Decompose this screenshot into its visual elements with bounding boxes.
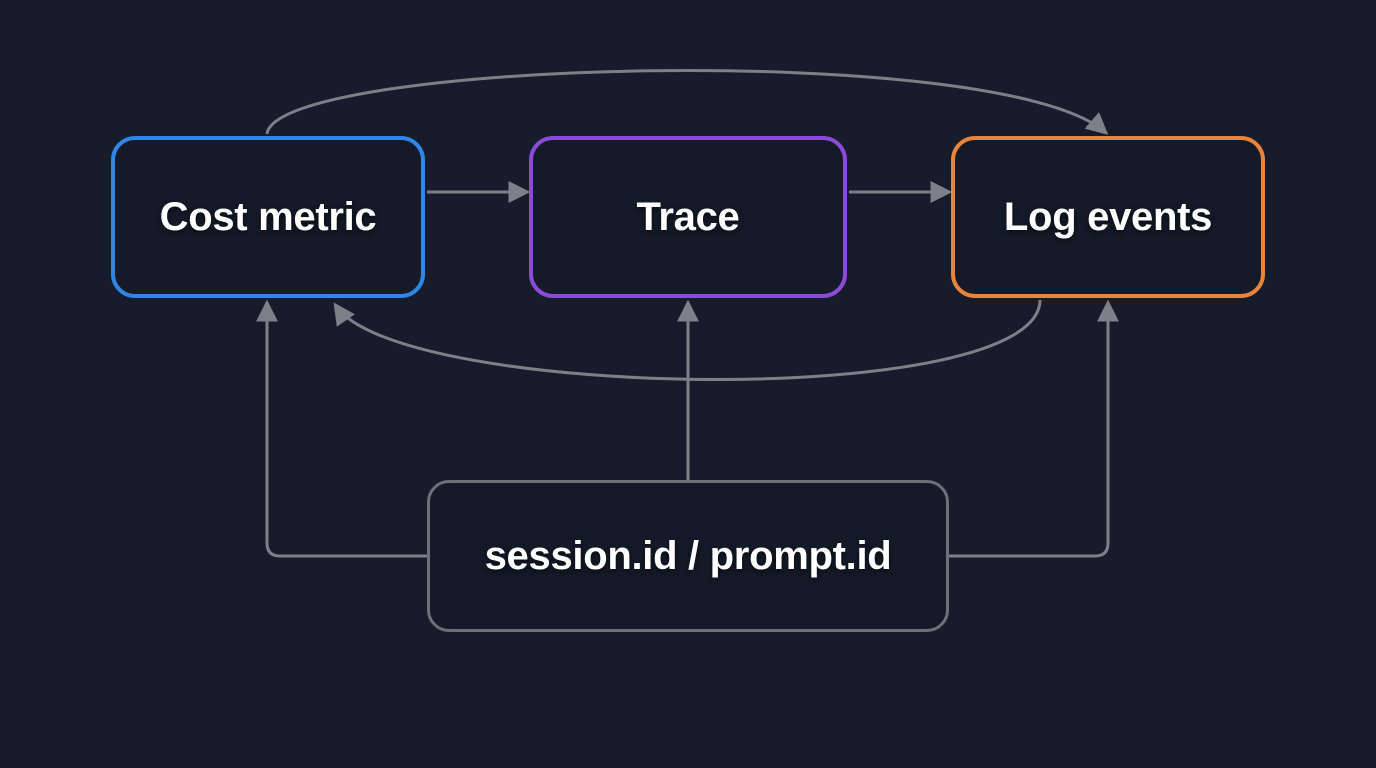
node-trace: Trace — [529, 136, 847, 298]
node-session-prompt-id: session.id / prompt.id — [427, 480, 949, 632]
edge-session-to-cost — [256, 299, 427, 558]
node-session-label: session.id / prompt.id — [484, 533, 892, 578]
edge-log-to-cost-arc — [333, 299, 1042, 381]
node-trace-label: Trace — [636, 194, 740, 239]
node-cost-metric: Cost metric — [111, 136, 425, 298]
node-log-events-label: Log events — [1003, 194, 1213, 239]
node-log-events: Log events — [951, 136, 1265, 298]
node-cost-metric-label: Cost metric — [159, 194, 377, 239]
edge-session-to-log — [949, 299, 1119, 558]
edge-cost-to-log-arc — [265, 69, 1109, 135]
